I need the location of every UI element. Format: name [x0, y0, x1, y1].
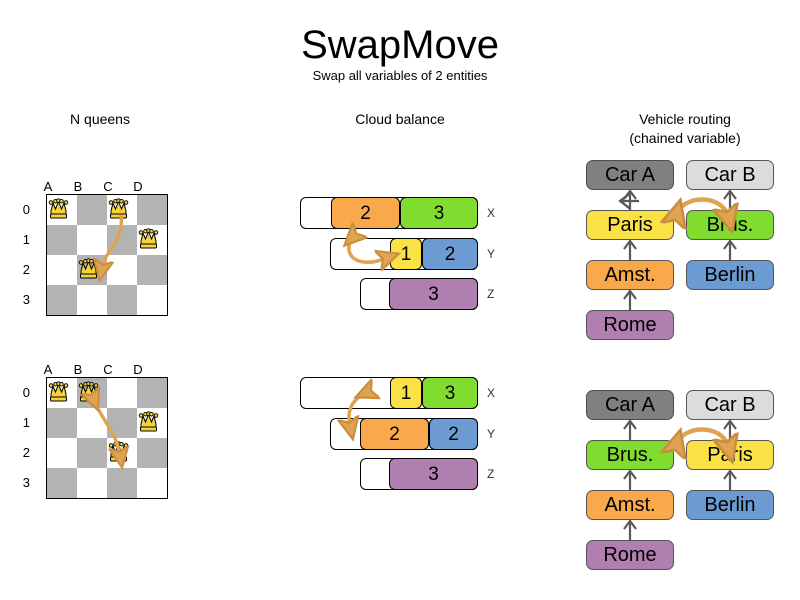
section-heading-vehicle-routing-line2: (chained variable): [629, 130, 741, 146]
page-title: SwapMove: [301, 23, 499, 67]
section-heading-vehicle-routing-line1: Vehicle routing: [639, 111, 731, 127]
board-row-label-2-after: 2: [22, 445, 30, 460]
board-row-label-1: 1: [22, 232, 30, 247]
vr-node-berlin-after[interactable]: Berlin: [686, 490, 774, 520]
board-cell-a3-after[interactable]: [47, 468, 77, 498]
cloud-row-label-y-before: Y: [487, 247, 496, 261]
board-cell-b3-after[interactable]: [77, 468, 107, 498]
vr-node-berlin-before[interactable]: Berlin: [686, 260, 774, 290]
board-cell-b3[interactable]: [77, 285, 107, 315]
board-cell-c3[interactable]: [107, 285, 137, 315]
cloud-process-y2-after[interactable]: 2: [429, 418, 478, 450]
board-col-label-c: C: [103, 179, 113, 194]
board-col-label-a: A: [43, 179, 53, 194]
cloud-process-x2-after[interactable]: 3: [422, 377, 478, 409]
vr-node-car-b-after[interactable]: Car B: [686, 390, 774, 420]
cloud-row-label-y-after: Y: [487, 427, 496, 441]
vr-node-brussels-after[interactable]: Brus.: [586, 440, 674, 470]
vr-node-rome-before[interactable]: Rome: [586, 310, 674, 340]
cloud-process-z1-before[interactable]: 3: [389, 278, 478, 310]
board-cell-c3-after[interactable]: [107, 468, 137, 498]
cloud-row-label-x-after: X: [487, 386, 496, 400]
cloud-swap-arrow-before: [330, 222, 420, 278]
vr-swap-arrow-after: [664, 416, 750, 458]
vr-swap-arrow-before: [664, 186, 750, 228]
cloud-process-y2-before[interactable]: 2: [422, 238, 478, 270]
board-row-label-3-after: 3: [22, 475, 30, 490]
cloud-row-label-x-before: X: [487, 206, 496, 220]
board-col-label-d-after: D: [133, 362, 143, 377]
board-col-label-b-after: B: [73, 362, 83, 377]
board-cell-a2-after[interactable]: [47, 438, 77, 468]
cloud-row-label-z-before: Z: [487, 287, 495, 301]
board-cell-d3-after[interactable]: [137, 468, 167, 498]
vr-node-rome-after[interactable]: Rome: [586, 540, 674, 570]
board-row-label-0-after: 0: [22, 385, 30, 400]
cloud-process-x2-before[interactable]: 3: [400, 197, 478, 229]
nqueens-swap-arrow-after: [40, 373, 180, 503]
board-row-label-0: 0: [22, 202, 30, 217]
board-col-label-a-after: A: [43, 362, 53, 377]
vr-chain-arrows-before: [618, 189, 737, 310]
board-cell-d2-after[interactable]: [137, 438, 167, 468]
board-cell-b0[interactable]: [77, 195, 107, 225]
vr-node-amsterdam-before[interactable]: Amst.: [586, 260, 674, 290]
section-heading-cloud-balance: Cloud balance: [355, 111, 445, 127]
board-cell-d0[interactable]: [137, 195, 167, 225]
board-cell-a1-after[interactable]: [47, 408, 77, 438]
board-cell-b1[interactable]: [77, 225, 107, 255]
vr-node-paris-before[interactable]: Paris: [586, 210, 674, 240]
board-row-label-2: 2: [22, 262, 30, 277]
cloud-process-x1-after[interactable]: 1: [390, 377, 422, 409]
board-row-label-3: 3: [22, 292, 30, 307]
cloud-process-z1-after[interactable]: 3: [389, 458, 478, 490]
page-subtitle: Swap all variables of 2 entities: [312, 68, 488, 83]
board-cell-d3[interactable]: [137, 285, 167, 315]
board-cell-a1[interactable]: [47, 225, 77, 255]
cloud-row-label-z-after: Z: [487, 467, 495, 481]
board-row-label-1-after: 1: [22, 415, 30, 430]
vr-chain-arrows-after: [623, 419, 737, 540]
board-cell-a3[interactable]: [47, 285, 77, 315]
board-col-label-c-after: C: [103, 362, 113, 377]
board-cell-a2[interactable]: [47, 255, 77, 285]
cloud-swap-arrow-after: [328, 378, 408, 448]
nqueens-move-arrow-before: [40, 214, 123, 320]
board-col-label-d: D: [133, 179, 143, 194]
section-heading-nqueens: N queens: [70, 111, 130, 127]
board-col-label-b: B: [73, 179, 83, 194]
board-cell-d2[interactable]: [137, 255, 167, 285]
board-cell-d0-after[interactable]: [137, 378, 167, 408]
